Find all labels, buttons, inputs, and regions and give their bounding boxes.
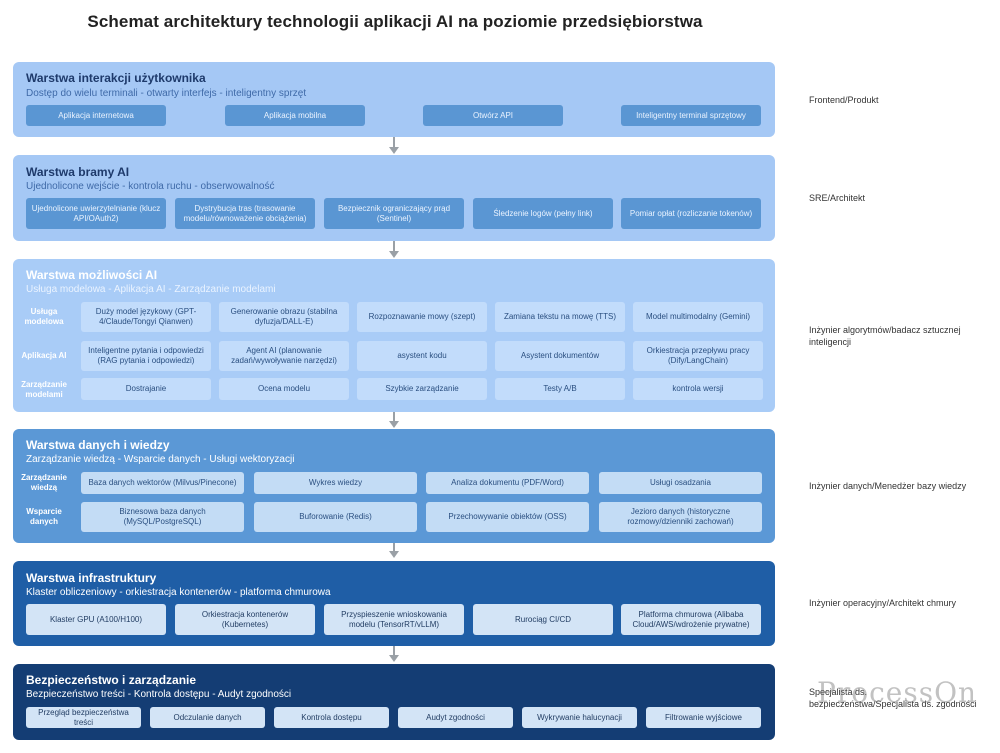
component-box: Przyspieszenie wnioskowania modelu (Tens…: [324, 604, 464, 635]
arrow-head-icon: [389, 147, 399, 154]
layer-subtitle: Usługa modelowa - Aplikacja AI - Zarządz…: [26, 284, 276, 295]
component-box: asystent kodu: [357, 341, 487, 371]
flow-arrow: [393, 241, 395, 252]
role-label: Inżynier operacyjny/Architekt chmury: [809, 598, 957, 608]
component-box: Przegląd bezpieczeństwa treści: [26, 707, 141, 728]
row-label: Zarządzanie modelami: [21, 380, 67, 399]
layer-title: Warstwa danych i wiedzy: [26, 438, 170, 452]
component-box: Generowanie obrazu (stabilna dyfuzja/DAL…: [219, 302, 349, 332]
component-box: Inteligentne pytania i odpowiedzi (RAG p…: [81, 341, 211, 371]
flow-arrow: [393, 412, 395, 422]
arrow-head-icon: [389, 251, 399, 258]
layer-data-knowledge: Warstwa danych i wiedzy Zarządzanie wied…: [13, 429, 775, 543]
component-box: Filtrowanie wyjściowe: [646, 707, 761, 728]
component-box: Dostrajanie: [81, 378, 211, 400]
row-label: Usługa modelowa: [24, 307, 64, 326]
component-box: Usługi osadzania: [599, 472, 762, 494]
component-box: Duży model językowy (GPT-4/Claude/Tongyi…: [81, 302, 211, 332]
component-box: Testy A/B: [495, 378, 625, 400]
layer-title: Warstwa interakcji użytkownika: [26, 71, 206, 85]
component-box: Platforma chmurowa (Alibaba Cloud/AWS/wd…: [621, 604, 761, 635]
role-label: Inżynier danych/Menedżer bazy wiedzy: [809, 481, 967, 491]
diagram-title: Schemat architektury technologii aplikac…: [87, 12, 703, 31]
component-box: Pomiar opłat (rozliczanie tokenów): [621, 198, 761, 229]
layer-title: Warstwa bramy AI: [26, 165, 130, 179]
component-box: Rozpoznawanie mowy (szept): [357, 302, 487, 332]
component-box: Przechowywanie obiektów (OSS): [426, 502, 589, 532]
component-box: Dystrybucja tras (trasowanie modelu/równ…: [175, 198, 315, 229]
layer-user-interaction: Warstwa interakcji użytkownika Dostęp do…: [13, 62, 775, 137]
role-label: SRE/Architekt: [809, 193, 866, 203]
role-label: Frontend/Produkt: [809, 95, 879, 105]
role-label: Inżynier algorytmów/badacz sztucznej int…: [809, 325, 961, 347]
row-label: Wsparcie danych: [26, 507, 62, 526]
layer-infrastructure: Warstwa infrastruktury Klaster obliczeni…: [13, 561, 775, 646]
component-box: Kontrola dostępu: [274, 707, 389, 728]
component-box: Śledzenie logów (pełny link): [473, 198, 613, 229]
component-box: Wykres wiedzy: [254, 472, 417, 494]
layer-subtitle: Dostęp do wielu terminali - otwarty inte…: [26, 88, 307, 99]
layer-subtitle: Bezpieczeństwo treści - Kontrola dostępu…: [26, 689, 292, 700]
component-box: Wykrywanie halucynacji: [522, 707, 637, 728]
component-box: Biznesowa baza danych (MySQL/PostgreSQL): [81, 502, 244, 532]
component-box: Bezpiecznik ograniczający prąd (Sentinel…: [324, 198, 464, 229]
component-box: Szybkie zarządzanie: [357, 378, 487, 400]
component-box: Jezioro danych (historyczne rozmowy/dzie…: [599, 502, 762, 532]
layer-subtitle: Ujednolicone wejście - kontrola ruchu - …: [26, 181, 275, 192]
component-box: Model multimodalny (Gemini): [633, 302, 763, 332]
row-label: Aplikacja AI: [21, 351, 67, 360]
component-box: Inteligentny terminal sprzętowy: [621, 105, 761, 126]
component-box: Buforowanie (Redis): [254, 502, 417, 532]
component-box: kontrola wersji: [633, 378, 763, 400]
layer-security-governance: Bezpieczeństwo i zarządzanie Bezpieczeńs…: [13, 664, 775, 740]
component-box: Asystent dokumentów: [495, 341, 625, 371]
watermark-logo: ProcessOn: [817, 676, 978, 709]
arrow-head-icon: [389, 655, 399, 662]
component-box: Audyt zgodności: [398, 707, 513, 728]
component-box: Ujednolicone uwierzytelnianie (klucz API…: [26, 198, 166, 229]
component-box: Klaster GPU (A100/H100): [26, 604, 166, 635]
layer-ai-gateway: Warstwa bramy AI Ujednolicone wejście - …: [13, 155, 775, 241]
row-label: Zarządzanie wiedzą: [21, 473, 67, 492]
component-box: Zamiana tekstu na mowę (TTS): [495, 302, 625, 332]
component-box: Orkiestracja kontenerów (Kubernetes): [175, 604, 315, 635]
layer-subtitle: Zarządzanie wiedzą - Wsparcie danych - U…: [26, 454, 295, 465]
flow-arrow: [393, 137, 395, 148]
component-box: Odczulanie danych: [150, 707, 265, 728]
flow-arrow: [393, 646, 395, 656]
component-box: Rurociąg CI/CD: [473, 604, 613, 635]
flow-arrow: [393, 543, 395, 552]
component-box: Agent AI (planowanie zadań/wywoływanie n…: [219, 341, 349, 371]
component-box: Baza danych wektorów (Milvus/Pinecone): [81, 472, 244, 494]
layer-subtitle: Klaster obliczeniowy - orkiestracja kont…: [26, 587, 331, 598]
component-box: Otwórz API: [423, 105, 563, 126]
layer-title: Warstwa infrastruktury: [26, 571, 157, 585]
layer-title: Bezpieczeństwo i zarządzanie: [26, 673, 197, 687]
arrow-head-icon: [389, 421, 399, 428]
arrow-head-icon: [389, 551, 399, 558]
role-label: Specjalista ds. bezpieczeństwa/Specjalis…: [809, 687, 977, 709]
layer-title: Warstwa możliwości AI: [26, 268, 158, 282]
component-box: Aplikacja internetowa: [26, 105, 166, 126]
component-box: Ocena modelu: [219, 378, 349, 400]
component-box: Analiza dokumentu (PDF/Word): [426, 472, 589, 494]
component-box: Orkiestracja przepływu pracy (Dify/LangC…: [633, 341, 763, 371]
component-box: Aplikacja mobilna: [225, 105, 365, 126]
layer-ai-capabilities: Warstwa możliwości AI Usługa modelowa - …: [13, 259, 775, 412]
